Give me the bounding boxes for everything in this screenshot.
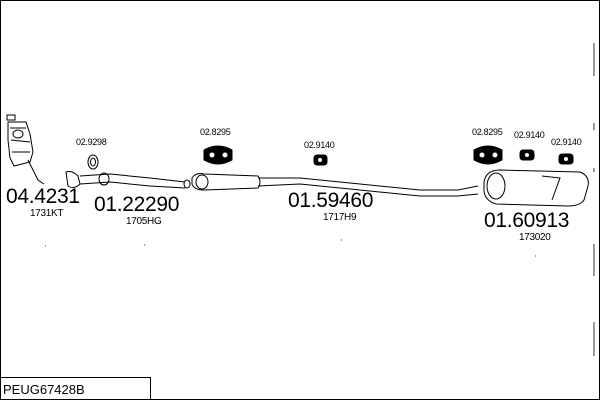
mount-1-drawing <box>203 145 233 165</box>
hanger-3-drawing <box>558 153 574 165</box>
hanger-1-part-number: 02.9140 <box>304 140 335 150</box>
rear-silencer-code: 173020 <box>519 232 551 243</box>
middle-silencer-part-number: 01.59460 <box>288 189 374 212</box>
hanger-2-part-number: 02.9140 <box>514 130 545 140</box>
mount-2-part-number: 02.8295 <box>472 127 503 137</box>
mount-1-part-number: 02.8295 <box>200 127 231 137</box>
hanger-2-drawing <box>519 149 535 161</box>
catalytic-converter-drawing <box>6 114 45 185</box>
front-pipe-part-number: 01.22290 <box>94 193 180 216</box>
rear-silencer-drawing <box>483 169 589 207</box>
hanger-1-drawing <box>313 154 328 166</box>
middle-silencer-code: 1717H9 <box>323 212 357 223</box>
reference-code: PEUG67428B <box>3 382 85 397</box>
rear-silencer-part-number: 01.60913 <box>484 209 570 232</box>
reference-box: PEUG67428B <box>0 377 151 399</box>
gasket-part-number: 02.9298 <box>76 137 107 147</box>
reference-dots <box>45 43 595 356</box>
front-pipe-drawing <box>65 171 191 189</box>
catalytic-part-number: 04.4231 <box>6 185 80 208</box>
gasket-drawing <box>87 154 99 170</box>
catalytic-code: 1731KT <box>30 208 64 219</box>
middle-silencer-drawing <box>191 173 479 197</box>
hanger-3-part-number: 02.9140 <box>551 137 582 147</box>
front-pipe-code: 1705HG <box>126 216 162 227</box>
mount-2-drawing <box>473 145 503 165</box>
